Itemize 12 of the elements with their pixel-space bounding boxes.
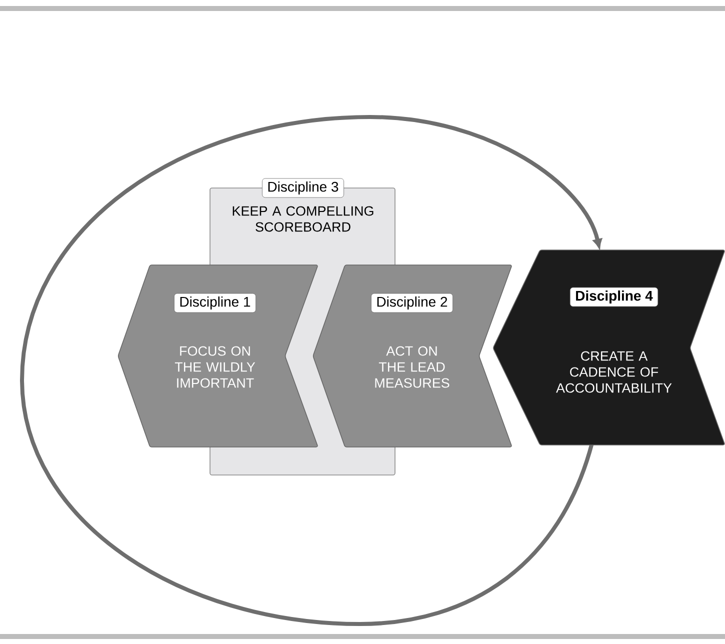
ring-arrow <box>20 115 602 626</box>
box-text: CREATE A CADENCE OF ACCOUNTABILITY <box>556 351 672 393</box>
chevron-box <box>313 264 512 448</box>
chevron-box <box>118 264 318 448</box>
label-tag: Discipline 4 <box>570 287 658 307</box>
chevron-box <box>493 250 725 446</box>
label-tag: Discipline 1 <box>174 293 256 313</box>
box-text: FOCUS ON THE WILDLY IMPORTANT <box>174 346 256 388</box>
label-tag: Discipline 2 <box>371 293 453 313</box>
box-text: KEEP A COMPELLING SCOREBOARD <box>232 206 374 232</box>
box-text: ACT ON THE LEAD MEASURES <box>375 346 450 388</box>
label-tag: Discipline 3 <box>262 178 344 198</box>
